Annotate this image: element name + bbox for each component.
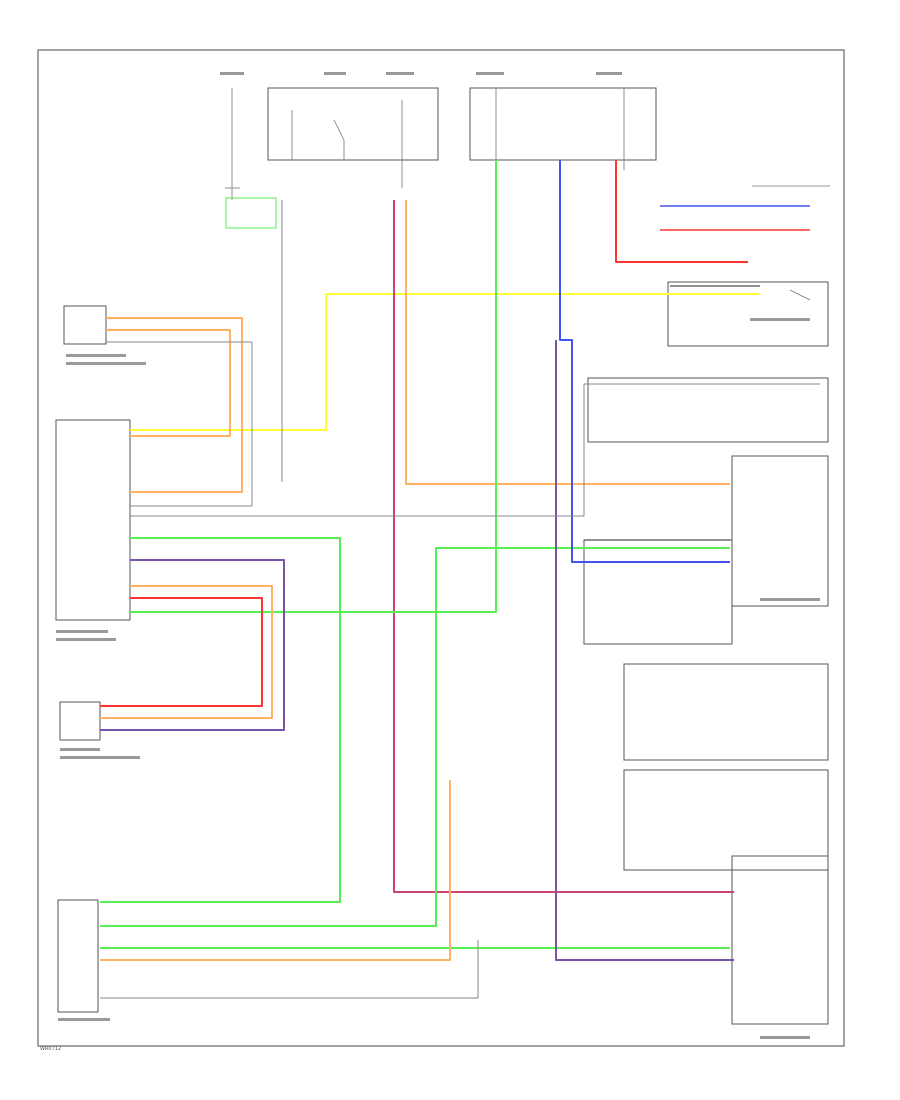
top-fuse-block-left xyxy=(225,87,439,200)
brake-pedal-switch xyxy=(667,281,829,347)
wire-orange-rear-sensor xyxy=(106,329,231,437)
clutch-switch xyxy=(587,377,829,443)
left-rear-speed-sensor xyxy=(63,305,107,345)
steering-angle-sensor xyxy=(623,663,829,761)
legend-lines xyxy=(660,185,830,231)
bottom-left-module xyxy=(57,899,99,1013)
diagram-frame xyxy=(37,49,845,1047)
wire-gray-clutch xyxy=(130,383,820,517)
left-front-speed-sensor xyxy=(59,701,101,741)
wire-orange-rear-sensor-2 xyxy=(106,317,243,493)
page-ref: WR0712 xyxy=(40,1046,61,1052)
wire-green-main xyxy=(130,160,497,613)
yaw-rate-sensor xyxy=(623,769,829,871)
wire-purple-left-headlight xyxy=(555,340,734,961)
wire-orange-bottom xyxy=(100,780,451,961)
wire-orange-headlight xyxy=(405,200,730,485)
wire-red-front-sensor xyxy=(100,597,263,707)
wire-gray-bottom xyxy=(100,940,479,999)
wire-green-bottom-left xyxy=(100,537,341,903)
wire-purple-front-sensor xyxy=(100,559,285,731)
wire-gray-rear-sensor xyxy=(106,341,253,507)
ground-connector-g xyxy=(225,197,277,229)
left-headlight-leveling xyxy=(731,855,829,1025)
wire-blue xyxy=(559,160,730,563)
tiny-labels xyxy=(56,72,820,1039)
abs-control-module xyxy=(55,419,131,621)
top-fuse-block-right xyxy=(469,87,657,170)
wire-orange-front-sensor xyxy=(100,585,273,719)
wire-yellow xyxy=(130,293,760,431)
wire-pink-left-headlight xyxy=(393,200,734,893)
wire-green-headlight xyxy=(100,547,730,927)
wire-red-brake xyxy=(615,160,748,263)
